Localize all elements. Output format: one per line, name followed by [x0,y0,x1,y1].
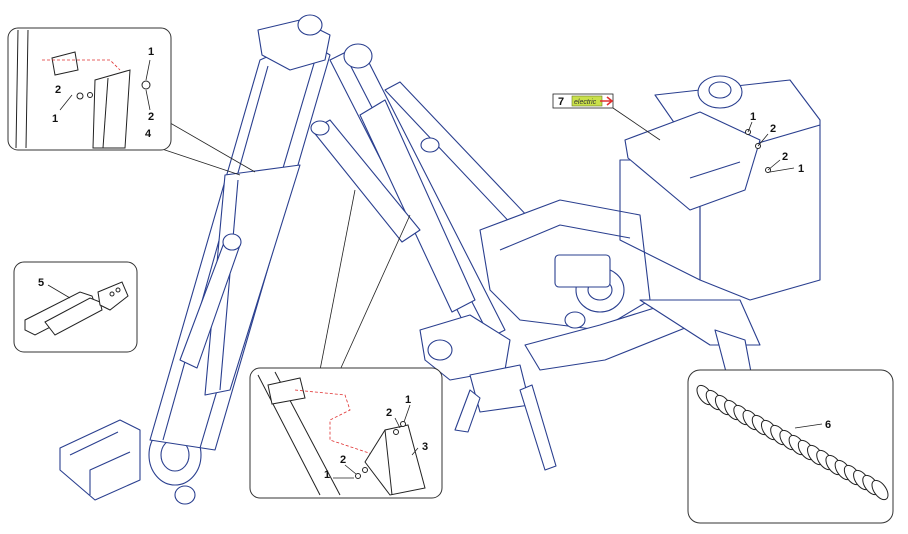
callout-2: 2 [782,151,788,163]
callout-6: 6 [825,419,831,431]
coil-turn [871,479,889,501]
callout-1: 1 [52,113,58,125]
backhoe-machine-drawing [59,14,821,505]
electric-sticker-callout: electric 7 [552,93,661,141]
electric-sticker-text: electric [574,99,597,106]
inset-top-left: 1 2 1 2 4 [7,27,172,151]
inset-middle-left: 5 [13,261,138,353]
callout-5: 5 [38,277,44,289]
callout-2: 2 [770,123,776,135]
sticker-red-arrow [600,96,614,106]
callout-7: 7 [558,96,564,108]
callout-1: 1 [405,394,411,406]
spiral-wrap-coil [696,384,889,501]
callout-1: 1 [750,111,756,123]
callout-3: 3 [422,441,428,453]
callout-2: 2 [386,407,392,419]
callout-4: 4 [145,128,152,140]
tank-hardware-callouts: 1 2 2 1 [745,111,804,175]
inset-center-bottom: 2 1 3 2 1 [249,367,443,499]
callout-1: 1 [324,469,330,481]
callout-2: 2 [55,84,61,96]
inset-bottom-right: 6 [687,369,894,524]
callout-2: 2 [148,111,154,123]
callout-2: 2 [340,454,346,466]
callout-1: 1 [148,46,154,58]
callout-1: 1 [798,163,804,175]
